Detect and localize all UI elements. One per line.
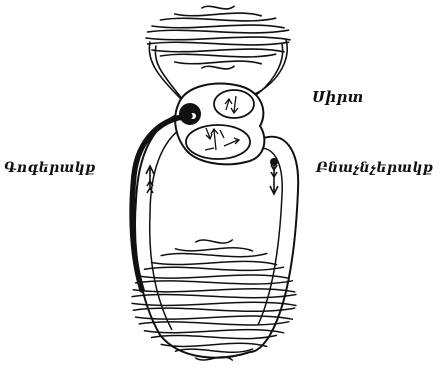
systemic-capillary-body — [132, 240, 296, 360]
systemic-capillary — [132, 295, 296, 298]
pulmonary-capillary — [175, 61, 261, 64]
systemic-capillary — [136, 316, 293, 319]
pulmonary-capillary — [175, 13, 261, 16]
pulmonary-capillary — [148, 42, 289, 45]
systemic-capillary — [139, 322, 288, 325]
systemic-capillary — [161, 254, 267, 257]
pulmonary-capillary — [202, 66, 234, 69]
veins-label: Գոգերակք — [4, 160, 96, 176]
left-inner-wall — [150, 125, 186, 330]
systemic-capillary — [144, 267, 283, 270]
systemic-capillary — [152, 335, 277, 338]
systemic-capillary — [132, 302, 296, 305]
systemic-capillary — [136, 281, 293, 284]
systemic-capillary — [152, 261, 277, 264]
systemic-capillary — [161, 343, 267, 346]
heart-label: Սիրտ — [312, 88, 364, 106]
systemic-capillary — [175, 248, 252, 251]
arteries-label: Բնաչնչերակք — [316, 160, 433, 176]
systemic-capillary — [139, 275, 288, 278]
pulmonary-capillary — [152, 25, 284, 28]
pulmonary-capillary — [148, 30, 289, 33]
ventricles — [186, 125, 250, 159]
artery-flow-arrow — [270, 158, 278, 194]
systemic-capillary — [175, 349, 252, 352]
systemic-capillary — [133, 308, 294, 311]
pulmonary-capillary — [202, 6, 234, 9]
systemic-capillary — [144, 330, 283, 333]
pulmonary-capillary — [146, 37, 290, 40]
systemic-capillary — [196, 240, 233, 243]
heart — [175, 84, 264, 165]
pulmonary-capillary — [152, 49, 284, 52]
right-inner-wall — [252, 148, 282, 325]
pulmonary-capillary — [160, 18, 275, 21]
pulmonary-capillary — [160, 54, 275, 57]
